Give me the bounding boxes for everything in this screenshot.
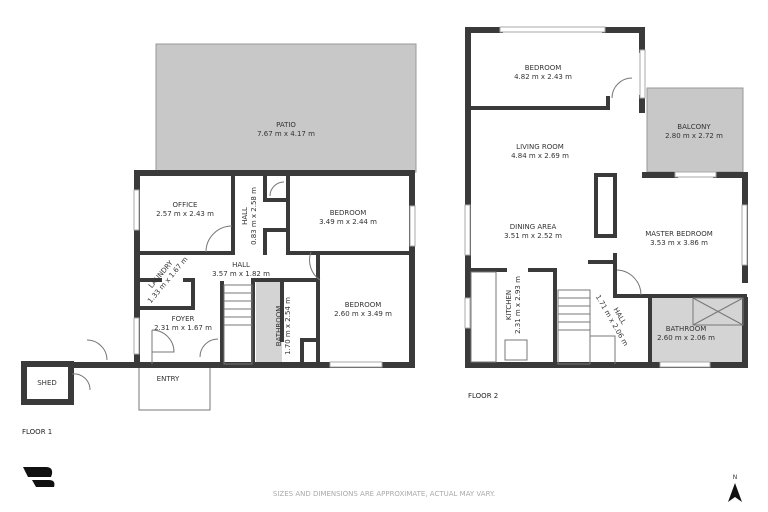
- bathroom2-dims: 2.60 m x 2.06 m: [657, 334, 715, 342]
- kitchen-fixtures: [470, 271, 528, 363]
- compass-label: N: [733, 474, 738, 481]
- bathroom-dims: 1.70 m x 2.54 m: [284, 297, 292, 355]
- bedroom-bottom-dims: 2.60 m x 3.49 m: [334, 310, 392, 318]
- disclaimer: SIZES AND DIMENSIONS ARE APPROXIMATE, AC…: [273, 490, 495, 498]
- bedroom-bottom-name: BEDROOM: [345, 301, 382, 309]
- bedroom-top-dims: 3.49 m x 2.44 m: [319, 218, 377, 226]
- office-dims: 2.57 m x 2.43 m: [156, 210, 214, 218]
- floor2-label: FLOOR 2: [468, 392, 498, 400]
- master-dims: 3.53 m x 3.86 m: [650, 239, 708, 247]
- shower: [692, 297, 744, 326]
- bathroom-name: BATHROOM: [275, 306, 283, 347]
- bedroom-top-name: BEDROOM: [330, 209, 367, 217]
- windows-floor1: [133, 189, 416, 368]
- brand-logo: [23, 467, 55, 487]
- balcony-area: [646, 87, 744, 173]
- kitchen-name: KITCHEN: [505, 290, 513, 320]
- shed-walls: [21, 361, 74, 405]
- bedroom2-name: BEDROOM: [525, 64, 562, 72]
- balcony-dims: 2.80 m x 2.72 m: [665, 132, 723, 140]
- dining-dims: 3.51 m x 2.52 m: [504, 232, 562, 240]
- floor1-label: FLOOR 1: [22, 428, 52, 436]
- interior-walls-floor1: [135, 171, 414, 366]
- office-name: OFFICE: [173, 201, 198, 209]
- bathroom2-floor: [651, 298, 743, 364]
- doors-floor2: [611, 77, 642, 296]
- shed-name: SHED: [37, 379, 57, 387]
- hall-name: HALL: [232, 261, 250, 269]
- stairs-floor2: [557, 289, 616, 365]
- bathroom2-name: BATHROOM: [666, 325, 707, 333]
- entry-name: ENTRY: [157, 375, 180, 383]
- floor2-plan: BEDROOM 4.82 m x 2.43 m BALCONY 2.80 m x…: [464, 26, 748, 368]
- patio-dims: 7.67 m x 4.17 m: [257, 130, 315, 138]
- foyer-dims: 2.31 m x 1.67 m: [154, 324, 212, 332]
- bedroom2-dims: 4.82 m x 2.43 m: [514, 73, 572, 81]
- interior-walls-floor2: [466, 96, 747, 367]
- outer-walls-floor1: [134, 170, 415, 368]
- stairs-floor1: [223, 284, 253, 365]
- patio-area: [155, 43, 417, 173]
- patio-name: PATIO: [276, 121, 296, 129]
- shed-door: [71, 339, 108, 391]
- foyer-name: FOYER: [172, 315, 195, 323]
- balcony-name: BALCONY: [677, 123, 711, 131]
- entry-area: [138, 366, 211, 411]
- kitchen-dims: 2.31 m x 2.93 m: [514, 276, 522, 334]
- hall-dims: 3.57 m x 1.82 m: [212, 270, 270, 278]
- dining-name: DINING AREA: [510, 223, 557, 231]
- master-name: MASTER BEDROOM: [645, 230, 713, 238]
- living-dims: 4.84 m x 2.69 m: [511, 152, 569, 160]
- living-name: LIVING ROOM: [516, 143, 564, 151]
- hall-small-dims: 0.83 m x 2.58 m: [250, 187, 258, 245]
- windows-floor2: [464, 26, 748, 368]
- bathroom-floor: [256, 282, 282, 364]
- hall-small-name: HALL: [241, 207, 249, 225]
- floor1-plan: PATIO 7.67 m x 4.17 m OFFICE 2.57 m x 2.…: [21, 43, 417, 411]
- north-arrow-icon: [728, 483, 742, 502]
- outer-walls-floor2: [465, 27, 748, 368]
